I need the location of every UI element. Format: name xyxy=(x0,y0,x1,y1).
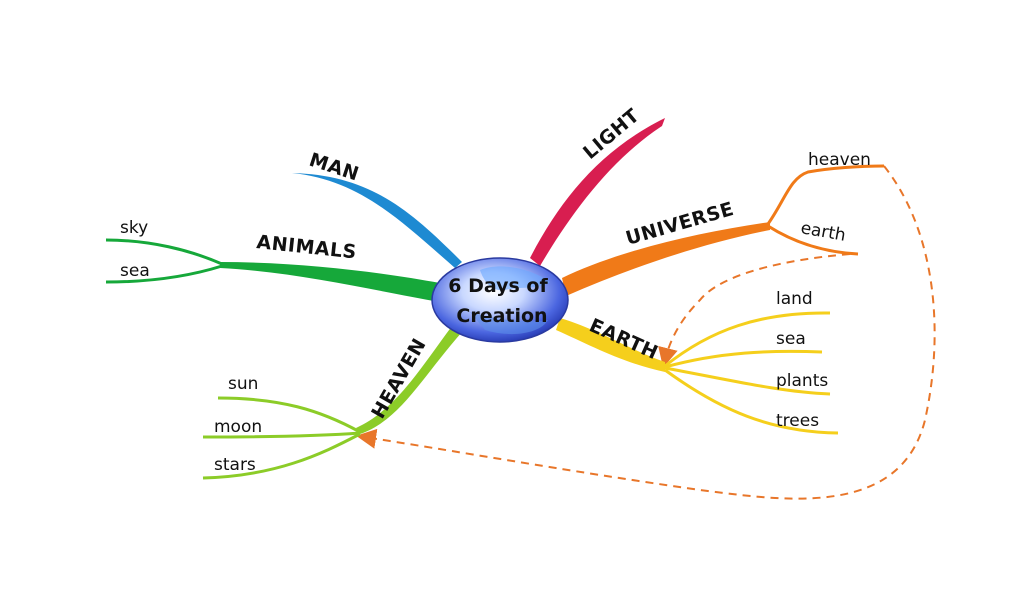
label-heaven-stars: stars xyxy=(214,455,256,475)
label-earth-trees: trees xyxy=(776,411,819,431)
branch-animals-sea xyxy=(105,264,223,284)
branch-heaven xyxy=(356,326,462,434)
branch-man xyxy=(292,173,462,268)
label-animals: ANIMALS xyxy=(255,231,357,263)
branch-earth-sea xyxy=(664,349,823,369)
center-title-line2: Creation xyxy=(456,305,547,327)
branch-heaven-sun xyxy=(217,396,361,434)
branch-universe-heaven xyxy=(766,164,885,225)
branch-animals xyxy=(220,262,440,302)
label-animals-sky: sky xyxy=(120,218,148,238)
label-heaven-sun: sun xyxy=(228,374,258,394)
central-node: 6 Days of Creation xyxy=(431,257,569,343)
branch-earth xyxy=(556,318,665,372)
branch-earth-land xyxy=(664,311,831,368)
label-universe-earth: earth xyxy=(799,218,847,246)
branch-earth-trees xyxy=(664,368,839,435)
branch-universe xyxy=(562,222,770,296)
label-heaven-moon: moon xyxy=(214,417,262,437)
label-earth-plants: plants xyxy=(776,371,828,391)
label-animals-sea: sea xyxy=(120,261,150,281)
branch-animals-sky xyxy=(105,238,223,266)
label-earth-sea: sea xyxy=(776,329,806,349)
branch-universe-earth xyxy=(767,224,859,256)
branch-earth-plants xyxy=(664,366,831,396)
label-universe-heaven: heaven xyxy=(808,150,871,170)
branch-heaven-stars xyxy=(202,432,361,480)
link-earth-to-earth xyxy=(658,253,851,368)
branch-light xyxy=(530,118,665,266)
center-title-line1: 6 Days of xyxy=(448,275,548,297)
label-earth-land: land xyxy=(776,289,813,309)
link-heaven-to-heaven xyxy=(356,165,936,500)
branch-heaven-moon xyxy=(202,431,361,439)
